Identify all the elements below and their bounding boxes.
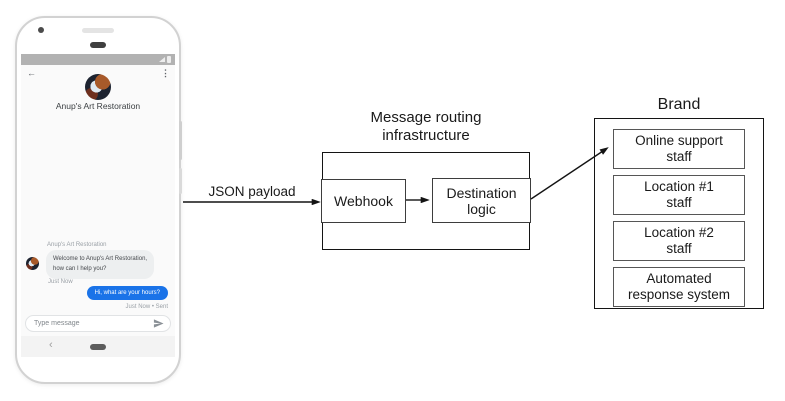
incoming-timestamp: Just Now (48, 279, 73, 285)
message-avatar (26, 257, 39, 270)
power-button (179, 121, 182, 160)
send-icon[interactable] (153, 318, 164, 329)
brand-item-location-1: Location #1 staff (613, 175, 745, 215)
home-pill[interactable] (90, 344, 106, 350)
message-composer[interactable] (25, 315, 171, 332)
brand-container-box: Online support staff Location #1 staff L… (594, 118, 764, 309)
arrow-destination-to-brand (530, 147, 609, 200)
destination-logic-box: Destination logic (432, 178, 531, 223)
brand-item-online-support: Online support staff (613, 129, 745, 169)
status-bar (21, 54, 175, 65)
brand-title: Brand (657, 96, 701, 113)
webhook-box: Webhook (321, 179, 406, 223)
routing-title: Message routing infrastructure (370, 109, 482, 144)
message-input[interactable] (26, 320, 153, 327)
android-nav-bar: ‹ (21, 336, 175, 357)
nav-back-icon[interactable]: ‹ (49, 339, 53, 351)
outgoing-message-bubble: Hi, what are your hours? (86, 286, 168, 300)
conversation-title: Anup's Art Restoration (55, 101, 141, 111)
brand-item-location-2: Location #2 staff (613, 221, 745, 261)
back-icon[interactable]: ← (27, 68, 36, 78)
volume-button (179, 168, 182, 194)
earpiece-icon (90, 42, 106, 48)
speaker-icon (82, 28, 114, 33)
outgoing-status: Just Now • Sent (125, 304, 168, 310)
sender-label: Anup's Art Restoration (47, 242, 107, 248)
signal-icon (159, 57, 165, 62)
brand-avatar (85, 74, 111, 100)
phone-screen: ← ⋮ Anup's Art Restoration Anup's Art Re… (21, 54, 175, 357)
camera-icon (38, 27, 44, 33)
brand-item-automated-response: Automated response system (613, 267, 745, 307)
json-payload-label: JSON payload (208, 184, 296, 199)
phone-device: ← ⋮ Anup's Art Restoration Anup's Art Re… (15, 16, 182, 384)
battery-icon (167, 56, 171, 63)
incoming-message-bubble: Welcome to Anup's Art Restoration, how c… (46, 250, 155, 280)
kebab-menu-icon[interactable]: ⋮ (161, 68, 170, 78)
